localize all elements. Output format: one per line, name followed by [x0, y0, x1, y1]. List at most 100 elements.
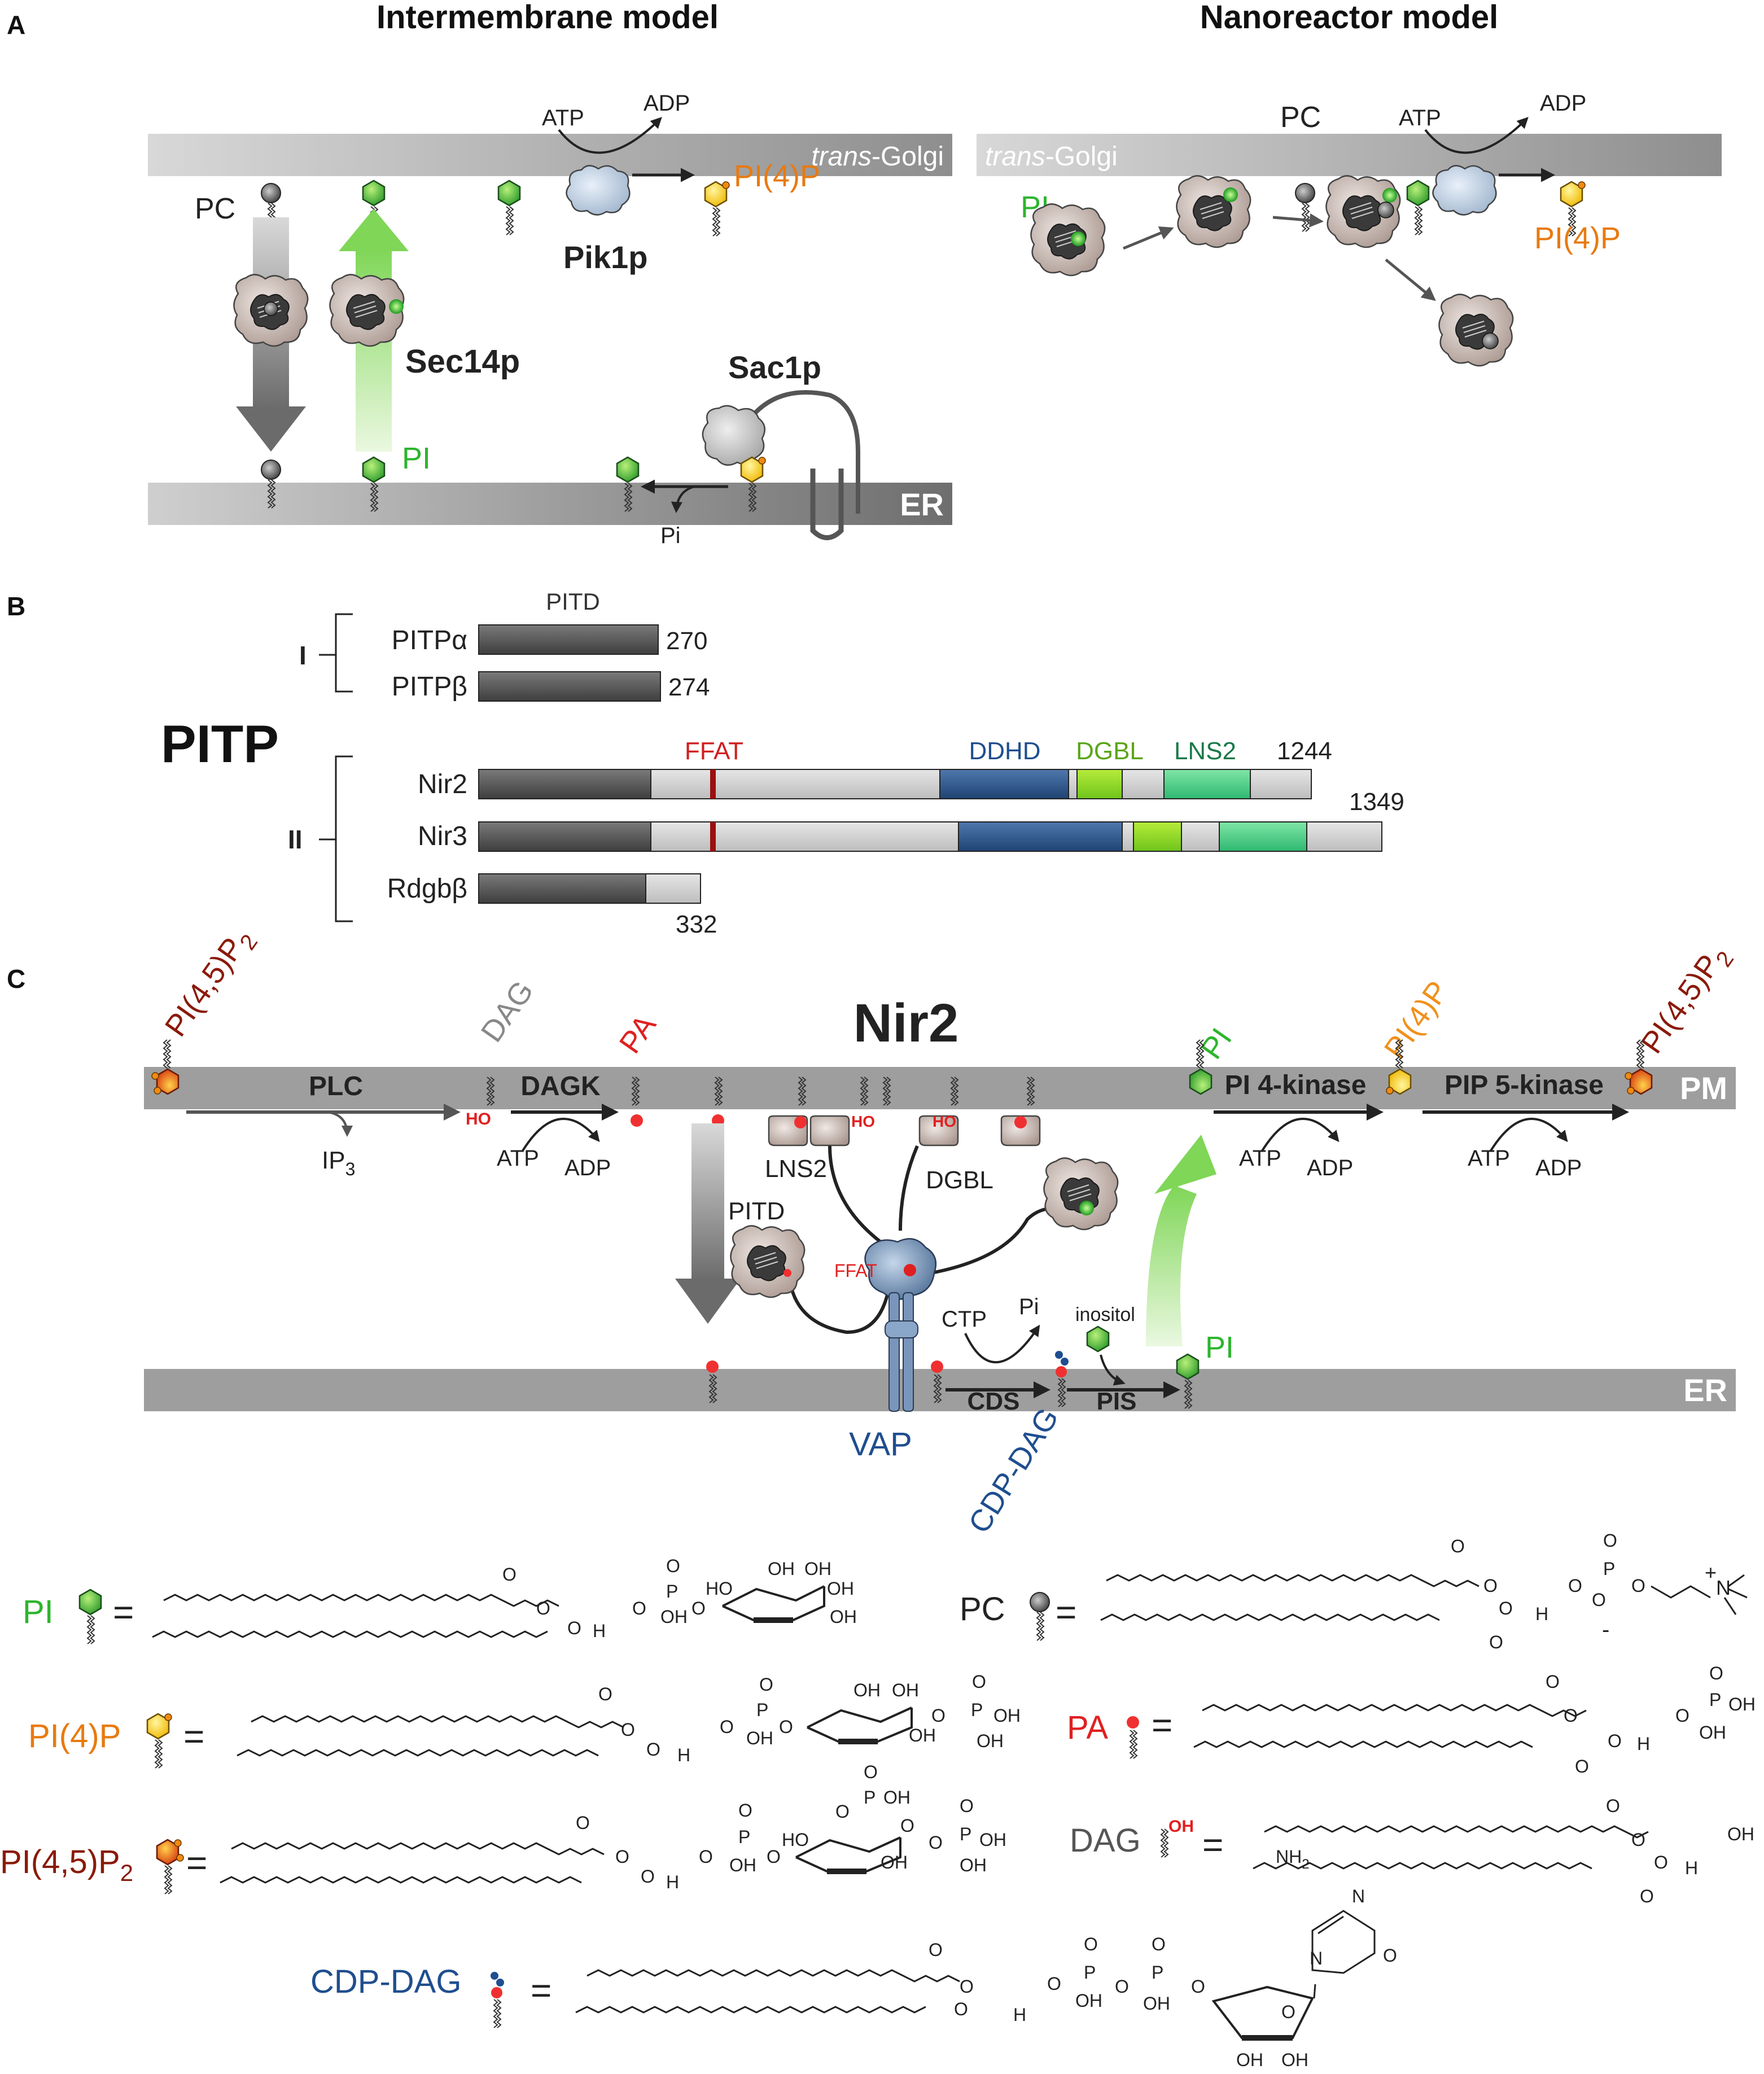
- pis-label: PIS: [1097, 1388, 1137, 1415]
- svg-text:OH: OH: [909, 1725, 936, 1745]
- adp-label-dagk: ADP: [564, 1156, 611, 1180]
- dgbl-label-c: DGBL: [926, 1166, 993, 1194]
- svg-text:O: O: [699, 1847, 713, 1867]
- svg-text:OH: OH: [979, 1830, 1006, 1850]
- svg-text:O: O: [1631, 1576, 1645, 1596]
- rdgb-beta-domain-bar: [478, 873, 701, 904]
- pi4k-label: PI 4-kinase: [1225, 1070, 1367, 1100]
- svg-text:O: O: [1654, 1852, 1668, 1872]
- svg-text:O: O: [1115, 1976, 1129, 1997]
- pitp-beta-name: PITPβ: [392, 672, 467, 702]
- svg-text:P: P: [738, 1827, 750, 1847]
- svg-text:OH: OH: [1727, 1824, 1754, 1844]
- legend-pi: PI = O O O H O P O OH O HO OH OH OH OH: [23, 1556, 857, 1644]
- svg-text:O: O: [929, 1940, 943, 1960]
- pi-lipid-nano-presented: [1407, 181, 1429, 235]
- svg-text:O: O: [1606, 1796, 1620, 1816]
- plc-label: PLC: [309, 1071, 363, 1101]
- svg-text:O: O: [1608, 1731, 1622, 1751]
- svg-text:O: O: [1281, 2002, 1295, 2022]
- svg-text:P: P: [1709, 1690, 1721, 1710]
- intermembrane-title: Intermembrane model: [377, 0, 719, 36]
- pitp-beta-pitd-bar: [478, 671, 661, 702]
- svg-text:=: =: [183, 1716, 204, 1757]
- pitp-alpha-pitd-bar: [478, 624, 659, 655]
- svg-text:O: O: [1084, 1934, 1098, 1954]
- lns2-domain-protein: [768, 1115, 850, 1147]
- legend-pc: PC = O O O H O P O O - O N + O: [960, 1530, 1748, 1652]
- svg-text:+: +: [1705, 1561, 1717, 1584]
- cds-label: CDS: [968, 1388, 1020, 1415]
- atp-label-pip5k: ATP: [1468, 1146, 1510, 1171]
- svg-text:O: O: [1640, 1886, 1654, 1906]
- svg-text:OH: OH: [881, 1852, 908, 1872]
- er-label-c: ER: [1683, 1372, 1727, 1408]
- svg-text:O: O: [900, 1815, 914, 1836]
- pa-head-dgbl: [1014, 1116, 1027, 1128]
- dagk-atp-adp-arrow: [521, 1118, 600, 1153]
- er-label-a: ER: [900, 487, 944, 522]
- sec14p-pc-bound: [233, 274, 309, 347]
- pi4p-label-c: PI(4)P: [1378, 975, 1455, 1065]
- sec14p-label: Sec14p: [405, 343, 520, 380]
- sac1p-tm-anchor: [810, 469, 844, 540]
- svg-text:O: O: [641, 1866, 655, 1887]
- pc-label-a: PC: [195, 192, 235, 225]
- pi-lipid-pik-substrate: [498, 181, 520, 235]
- nano-arrow-release: [1385, 259, 1436, 301]
- svg-text:N: N: [1352, 1886, 1365, 1906]
- nir2-name: Nir2: [418, 769, 467, 799]
- pc-label-nano: PC: [1280, 101, 1321, 134]
- pitd-label-c: PITD: [728, 1197, 785, 1225]
- dag-label-c: DAG: [475, 975, 540, 1048]
- svg-text:O: O: [1592, 1590, 1606, 1610]
- svg-text:O: O: [929, 1832, 943, 1853]
- svg-text:H: H: [1685, 1858, 1698, 1878]
- svg-text:H: H: [1535, 1604, 1548, 1624]
- pik1p-atp-adp-arrow: [558, 117, 662, 154]
- panel-a-label: A: [7, 10, 25, 40]
- svg-text:O: O: [1546, 1672, 1560, 1692]
- lns2-domain-label: LNS2: [1174, 737, 1236, 765]
- class-1-bracket: [319, 613, 353, 693]
- nir3-length: 1349: [1349, 788, 1404, 816]
- sac1p-pi-release-arrow: [671, 485, 695, 513]
- svg-text:=: =: [1202, 1824, 1223, 1865]
- golgi-label-left: trans-Golgi: [811, 142, 944, 172]
- pitd-pa-bound: [730, 1225, 806, 1298]
- pi-phosphate-label-c: Pi: [1019, 1294, 1039, 1319]
- nir2-domain-bar: [478, 769, 1312, 799]
- svg-text:OH: OH: [1075, 1990, 1102, 2011]
- svg-text:O: O: [1489, 1632, 1503, 1652]
- svg-text:O: O: [1191, 1976, 1205, 1997]
- ctp-label: CTP: [942, 1307, 987, 1332]
- golgi-membrane-left: [148, 134, 952, 176]
- sec14p-nano-2: [1176, 175, 1251, 248]
- rdgb-beta-name: Rdgbβ: [387, 874, 467, 904]
- svg-text:O: O: [931, 1705, 946, 1726]
- svg-text:O: O: [1152, 1934, 1166, 1954]
- panel-c-label: C: [7, 964, 25, 994]
- svg-text:-: -: [1602, 1617, 1609, 1642]
- ho-label-lns: HO: [851, 1113, 875, 1130]
- svg-text:O: O: [691, 1598, 706, 1618]
- svg-text:OH: OH: [1728, 1694, 1756, 1714]
- ffat-domain-label: FFAT: [685, 737, 743, 765]
- nanoreactor-title: Nanoreactor model: [1200, 0, 1499, 36]
- svg-text:OH: OH: [1281, 2050, 1308, 2070]
- svg-text:=: =: [531, 1970, 551, 2011]
- adp-label-a1: ADP: [644, 91, 690, 116]
- svg-text:O: O: [960, 1796, 974, 1816]
- svg-text:P: P: [1152, 1962, 1163, 1983]
- svg-text:HO: HO: [782, 1830, 809, 1850]
- svg-text:O: O: [502, 1564, 516, 1585]
- svg-text:P: P: [971, 1700, 983, 1720]
- adp-label-pi4k: ADP: [1307, 1156, 1353, 1180]
- svg-text:O: O: [972, 1672, 986, 1692]
- pik1p-label: Pik1p: [563, 239, 647, 275]
- lns2-label-c: LNS2: [765, 1155, 827, 1183]
- nir2-title: Nir2: [853, 993, 959, 1053]
- dagk-label: DAGK: [520, 1071, 601, 1101]
- golgi-label-right: trans-Golgi: [985, 142, 1118, 172]
- pa-head-lns-1: [794, 1116, 807, 1128]
